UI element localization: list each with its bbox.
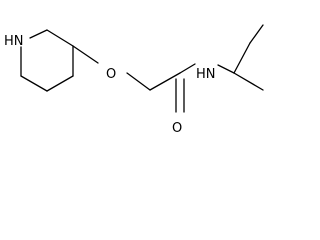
piperidine-ring: [20, 29, 74, 92]
bond-n-c2: [29, 29, 48, 39]
ether-oxygen-label: O: [106, 67, 116, 82]
bond-c4-c5: [46, 75, 74, 92]
chemical-structure: HN O HN O: [4, 24, 264, 136]
bond-c5-c6: [20, 75, 48, 92]
ring-nitrogen-label: HN: [4, 34, 24, 49]
bond-ch-ch2: [233, 42, 251, 74]
bond-carbonyl-n: [179, 63, 196, 74]
bond-ch-ch3: [233, 72, 264, 91]
bond-ch2-carbonyl: [149, 72, 181, 91]
amide-nitrogen-label: HN: [196, 67, 216, 82]
carbonyl-oxygen-label: O: [172, 121, 182, 136]
bond-c2-c3: [46, 29, 74, 47]
bond-n-ch: [217, 64, 235, 74]
bond-ch2-ch3: [249, 24, 264, 44]
bond-o-ch2: [126, 72, 151, 91]
bond-c3-o: [72, 45, 99, 64]
